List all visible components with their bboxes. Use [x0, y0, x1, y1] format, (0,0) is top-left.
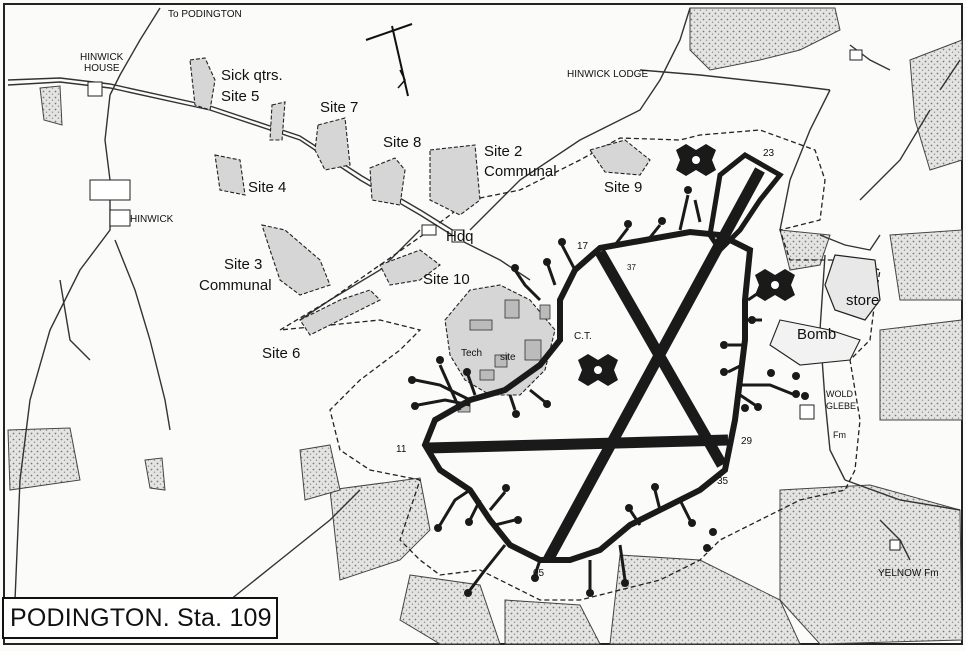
site-3-label: Site 3	[224, 256, 262, 273]
site-2-communal-label: Communal	[484, 163, 557, 180]
farm-buildings	[87, 49, 901, 551]
tech-site-label: site	[500, 352, 516, 363]
runway-23-label: 23	[763, 148, 775, 159]
dispersed-sites	[189, 57, 651, 396]
wold-glebe-fm-label: Fm	[833, 430, 846, 440]
woodland-areas	[7, 7, 963, 645]
tech-site-area	[444, 284, 556, 396]
site-7-area	[314, 117, 351, 171]
wold-label: WOLD	[826, 389, 854, 399]
glebe-label: GLEBE	[826, 401, 856, 411]
site-4-label: Site 4	[248, 179, 286, 196]
sick-qtrs-label: Sick qtrs.	[221, 67, 283, 84]
site-9-label: Site 9	[604, 179, 642, 196]
site-5-label: Site 5	[221, 88, 259, 105]
site-2-label: Site 2	[484, 143, 522, 160]
site-10-label: Site 10	[423, 271, 470, 288]
site-3-area	[261, 224, 331, 296]
runway-11-label: 11	[396, 444, 407, 455]
runway-11-29	[427, 434, 729, 454]
runway-17-label: 17	[577, 241, 589, 252]
site-3-communal-label: Communal	[199, 277, 272, 294]
site-2-area	[429, 144, 481, 216]
site-6-label: Site 6	[262, 345, 300, 362]
runway-23-loop	[707, 151, 784, 254]
hinwick-lodge-label: HINWICK LODGE	[567, 69, 648, 80]
yelnow-fm-label: YELNOW Fm	[878, 568, 939, 579]
site-8-label: Site 8	[383, 134, 421, 151]
hardstand-markers	[408, 186, 809, 597]
runway-29-label: 29	[741, 436, 753, 447]
runway-35-label: 35	[717, 476, 729, 487]
bomb-label: Bomb	[797, 326, 836, 343]
tech-label: Tech	[461, 348, 482, 359]
hinwick-village-label: HINWICK	[130, 214, 174, 225]
hdq-label: Hdq	[446, 228, 474, 245]
hinwick-house-label-2: HOUSE	[84, 63, 120, 74]
runway-05-label: 05	[533, 568, 545, 579]
map-title: PODINGTON. Sta. 109	[2, 597, 278, 639]
hardstand-37-label: 37	[627, 263, 636, 272]
control-tower-label: C.T.	[574, 331, 592, 342]
loop-dispersal-centers	[594, 156, 779, 374]
site-8-area	[369, 157, 406, 206]
runway-05-23	[543, 167, 765, 563]
runways	[427, 167, 765, 563]
site-9-area	[589, 139, 651, 176]
site-a-area	[269, 101, 286, 141]
hinwick-house-label-1: HINWICK	[80, 52, 124, 63]
site-7-label: Site 7	[320, 99, 358, 116]
airfield-boundary	[279, 129, 881, 601]
site-6-area	[299, 289, 381, 336]
site-10-area	[379, 249, 441, 286]
perimeter-track	[421, 228, 754, 563]
to-podington-label: To PODINGTON	[168, 9, 242, 20]
tech-site-buildings	[457, 299, 551, 413]
bomb-store	[769, 254, 881, 366]
north-arrow-icon	[365, 23, 413, 97]
site-5-area	[189, 57, 216, 111]
site-4-area	[214, 154, 246, 196]
store-label: store	[846, 292, 879, 309]
